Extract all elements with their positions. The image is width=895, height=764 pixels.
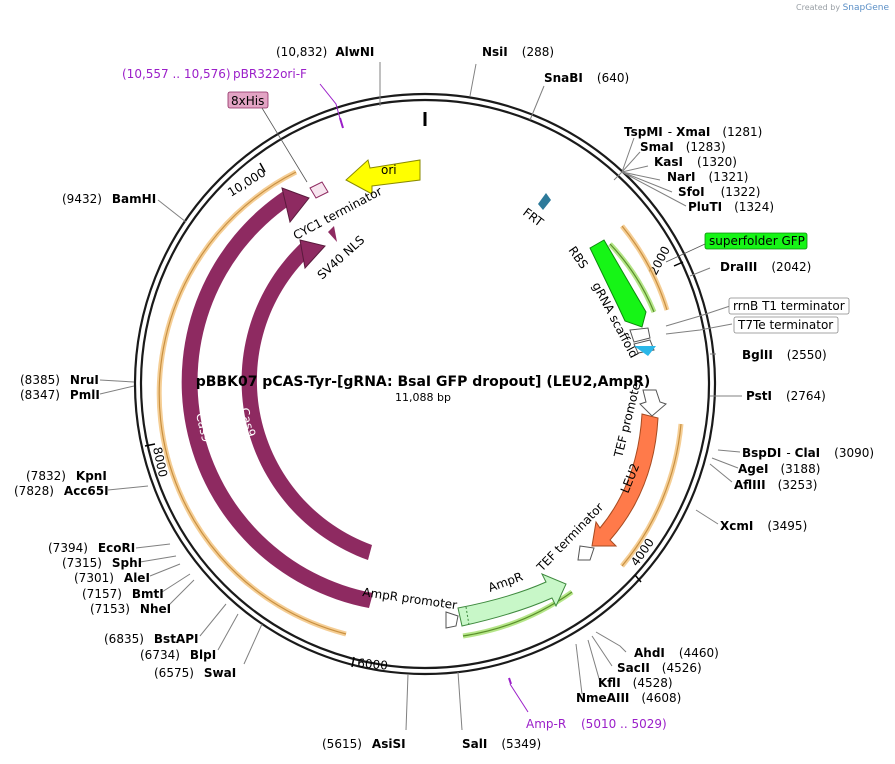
enzyme-sphi: (7315)SphI (62, 556, 142, 570)
plasmid-title: pBBK07 pCAS-Tyr-[gRNA: BsaI GFP dropout]… (196, 374, 651, 390)
t7te-box (733, 316, 839, 334)
amp-r-range: (5010 .. 5029) (581, 717, 667, 731)
enzyme-psti: PstI(2764) (746, 389, 826, 403)
frt-feature (538, 193, 551, 210)
ampr-promoter-feature (445, 611, 459, 629)
his-tag-label: 8xHis (231, 94, 264, 108)
cyc1-terminator-label: CYC1 terminator (291, 184, 385, 243)
orf-tracks (156, 169, 684, 639)
enzyme-alwni: (10,832)AlwNI (276, 45, 374, 59)
enzyme-pmli: (8347)PmlI (20, 388, 100, 402)
enzyme-kpni: (7832)KpnI (26, 469, 107, 483)
snapgene-credit: Created by SnapGene (796, 3, 889, 13)
ampr-promoter-label: AmpR promoter (362, 585, 458, 612)
primer-amp-r-mark (508, 677, 529, 713)
enzyme-leaders (99, 62, 742, 731)
rrnb-t1-label: rrnB T1 terminator (733, 299, 845, 313)
snapgene-logo: SnapGene (842, 3, 889, 13)
ampr-feature (457, 573, 567, 627)
enzyme-tspmi-xmai: TspMI-XmaI(1281) (624, 125, 762, 139)
tef-terminator-feature (577, 545, 595, 561)
tick-6000 (351, 656, 355, 668)
enzyme-sacii: SacII(4526) (617, 661, 702, 675)
sv40-nls-label: SV40 NLS (315, 233, 368, 282)
tick-8000 (144, 443, 156, 447)
enzyme-nrui: (8385)NruI (20, 373, 99, 387)
enzyme-nsii: NsiI(288) (482, 45, 554, 59)
enzyme-blpi: (6734)BlpI (140, 648, 216, 662)
enzyme-ecori: (7394)EcoRI (48, 541, 135, 555)
enzyme-ahdi: AhdI(4460) (634, 646, 719, 660)
tick-label-6000: 6000 (357, 656, 389, 673)
tick-10000 (259, 162, 266, 173)
tef-promoter-feature (639, 389, 667, 417)
ori-feature (345, 159, 421, 195)
enzyme-bstapi: (6835)BstAPI (104, 632, 198, 646)
superfolder-gfp-box (665, 232, 808, 263)
enzyme-snabi: SnaBI(640) (544, 71, 629, 85)
backbone (133, 92, 717, 676)
t7te-label: T7Te terminator (737, 318, 833, 332)
enzyme-smai: SmaI(1283) (640, 140, 726, 154)
enzyme-labels: (10,832)AlwNI NsiI(288) SnaBI(640) TspMI… (14, 45, 874, 751)
enzyme-bmti: (7157)BmtI (82, 587, 164, 601)
gfp-feature (589, 239, 647, 328)
tick-4000 (634, 574, 642, 583)
cyc1-terminator-feature (309, 181, 329, 199)
enzyme-sfoi: SfoI(1322) (678, 185, 760, 199)
enzyme-acc65i: (7828)Acc65I (14, 484, 109, 498)
amp-r-name: Amp-R (526, 717, 566, 731)
enzyme-alei: (7301)AleI (74, 571, 150, 585)
ori-label: ori (381, 163, 397, 177)
terminator-markers (629, 327, 656, 356)
pbr322ori-f-name: pBR322ori-F (233, 67, 307, 81)
leu2-feature (591, 413, 659, 547)
rbs-label: RBS (566, 244, 591, 272)
enzyme-draiii: DraIII(2042) (720, 260, 811, 274)
enzyme-xcmi: XcmI(3495) (720, 519, 807, 533)
plasmid-length: 11,088 bp (395, 391, 451, 404)
enzyme-afliii: AflIII(3253) (734, 478, 817, 492)
enzyme-swai: (6575)SwaI (154, 666, 236, 680)
superfolder-gfp-label: superfolder GFP (709, 234, 805, 248)
enzyme-bspdi-clai: BspDI-ClaI(3090) (742, 446, 874, 460)
credit-prefix: Created by (796, 3, 841, 12)
enzyme-asisi: (5615)AsiSI (322, 737, 406, 751)
enzyme-kfli: KflI(4528) (598, 676, 673, 690)
rrnb-t1-box (728, 297, 850, 315)
enzyme-nmeaiii: NmeAIII(4608) (576, 691, 681, 705)
pbr322ori-f-range: (10,557 .. 10,576) (122, 67, 231, 81)
cas9-label-outer: Cas9 (193, 412, 213, 444)
enzyme-kasi: KasI(1320) (654, 155, 737, 169)
enzyme-nari: NarI(1321) (667, 170, 748, 184)
enzyme-bamhi: (9432)BamHI (62, 192, 156, 206)
enzyme-sali: SalI(5349) (462, 737, 541, 751)
enzyme-pluti: PluTI(1324) (688, 200, 774, 214)
primer-pbr322ori-f-mark (319, 83, 344, 129)
ampr-label: AmpR (486, 569, 524, 594)
sv40-nls-feature (328, 226, 337, 242)
enzyme-nhei: (7153)NheI (90, 602, 171, 616)
cas9-inner (241, 239, 372, 560)
enzyme-agei: AgeI(3188) (738, 462, 820, 476)
his-tag-box (227, 91, 308, 183)
enzyme-bglii: BglII(2550) (742, 348, 827, 362)
tick-2000 (673, 261, 684, 267)
cas9-outer (181, 187, 373, 608)
